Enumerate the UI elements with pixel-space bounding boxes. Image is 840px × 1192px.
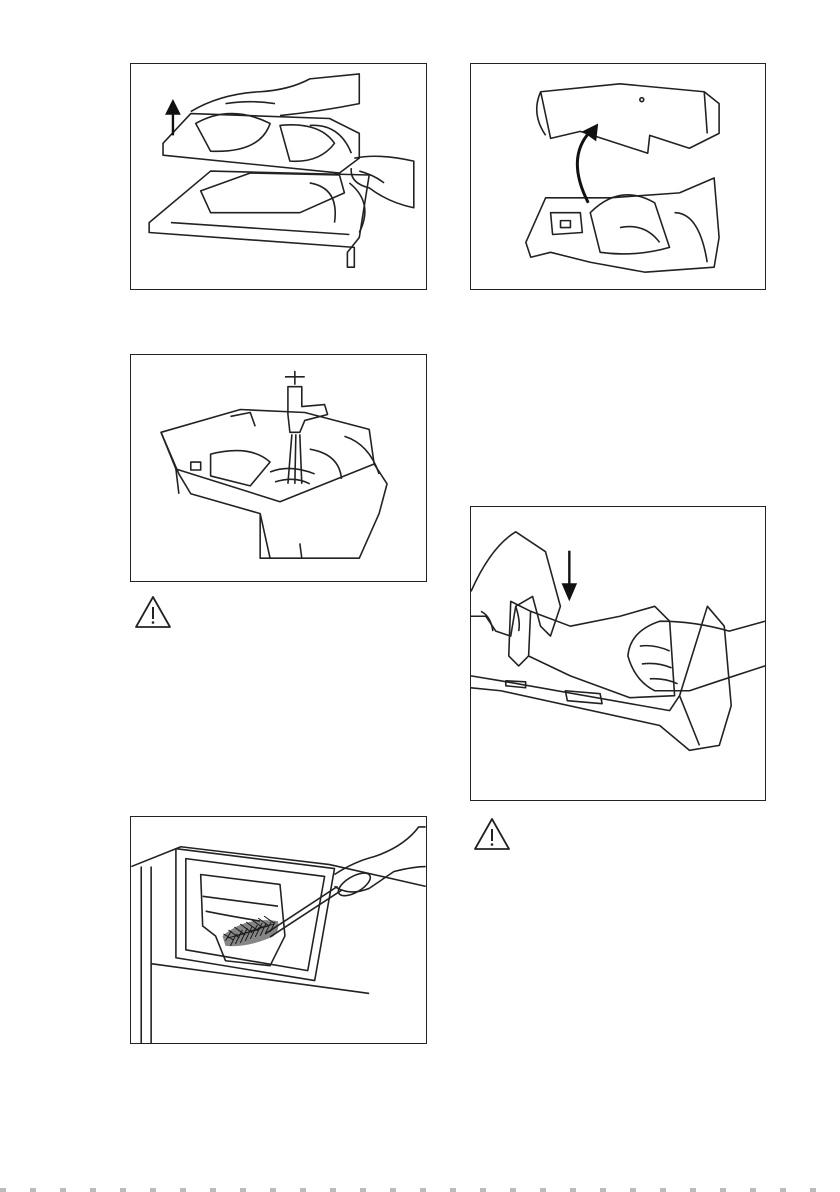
figure-dispenser-recess-brush <box>130 816 427 1044</box>
page-footer-rule <box>0 1188 840 1192</box>
dispenser-recess-brush-illustration <box>131 817 426 1043</box>
dispenser-open-lid-illustration <box>471 64 765 289</box>
dispenser-lift-insert-illustration <box>131 64 426 289</box>
figure-dispenser-rinse-tap <box>130 354 427 582</box>
figure-dispenser-lift-insert <box>130 63 427 290</box>
figure-dispenser-close-lid <box>470 506 766 801</box>
figure-dispenser-open-lid <box>470 63 766 290</box>
dispenser-rinse-tap-illustration <box>131 355 426 581</box>
warning-triangle-icon <box>472 816 512 852</box>
dispenser-close-lid-illustration <box>471 507 765 800</box>
warning-triangle-icon <box>133 594 173 630</box>
